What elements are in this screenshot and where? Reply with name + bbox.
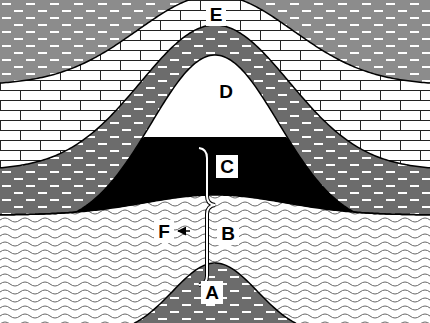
layer-letter: A bbox=[201, 281, 223, 304]
gas-cap bbox=[0, 55, 430, 323]
layer-boundary bbox=[0, 55, 430, 215]
layer-letter: C bbox=[216, 155, 238, 178]
core-layer bbox=[0, 263, 430, 323]
layer-letter: B bbox=[217, 222, 239, 245]
bracket bbox=[199, 148, 215, 285]
oil-zone bbox=[0, 137, 430, 323]
pointer-arrow bbox=[178, 230, 190, 232]
layer-letter: D bbox=[215, 80, 237, 103]
layer-boundary bbox=[0, 25, 430, 168]
layer-boundary bbox=[0, 0, 430, 83]
layer-boundary bbox=[0, 263, 430, 323]
layer-letter: F bbox=[154, 220, 174, 243]
layer-letter: E bbox=[206, 3, 227, 26]
